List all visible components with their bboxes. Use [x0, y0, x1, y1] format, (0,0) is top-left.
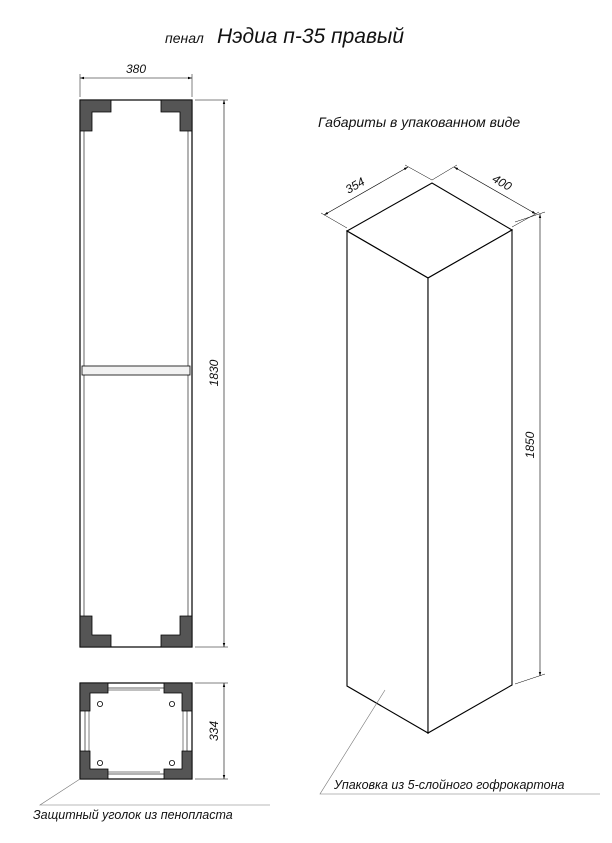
foam-corner-icon	[160, 99, 193, 132]
hinge-hole-icon	[97, 701, 104, 708]
corner-leader-line	[38, 778, 270, 806]
title-prefix: пенал	[165, 30, 204, 46]
top-view: 334 Защитный уголок из пенопласта	[33, 682, 270, 822]
package-width-label: 400	[490, 171, 515, 193]
package-depth-dimension-line	[323, 166, 409, 216]
packed-heading: Габариты в упакованном виде	[318, 114, 520, 130]
package-depth-label: 354	[343, 174, 368, 196]
foam-corner-icon	[79, 99, 112, 132]
cabinet-outline	[79, 99, 193, 648]
front-view: 380 1830	[79, 62, 228, 648]
foam-corner-icon	[163, 750, 193, 780]
packaging-note: Упаковка из 5-слойного гофрокартона	[333, 778, 564, 792]
foam-corner-icon	[79, 750, 109, 780]
foam-corner-icon	[79, 682, 109, 712]
box-right-face	[427, 229, 513, 734]
top-view-outline	[79, 682, 193, 780]
cabinet-shelf	[81, 365, 191, 376]
foam-corner-icon	[79, 615, 112, 648]
foam-corner-icon	[160, 615, 193, 648]
package-width-dimension-line	[453, 166, 537, 215]
top-depth-label: 334	[207, 721, 221, 741]
title-name: Нэдиа п-35 правый	[217, 25, 404, 48]
front-width-label: 380	[126, 62, 146, 76]
hinge-hole-icon	[168, 760, 175, 767]
packaging-leader-line	[319, 689, 600, 795]
hinge-hole-icon	[168, 701, 175, 708]
box-left-face	[346, 230, 429, 734]
foam-corner-icon	[163, 682, 193, 712]
corner-note: Защитный уголок из пенопласта	[33, 808, 233, 822]
package-height-label: 1850	[523, 431, 537, 458]
front-height-label: 1830	[207, 359, 221, 386]
hinge-hole-icon	[97, 760, 104, 767]
package-box: 354 400 1850 Упаковка из 5-слойного гофр…	[319, 164, 600, 795]
